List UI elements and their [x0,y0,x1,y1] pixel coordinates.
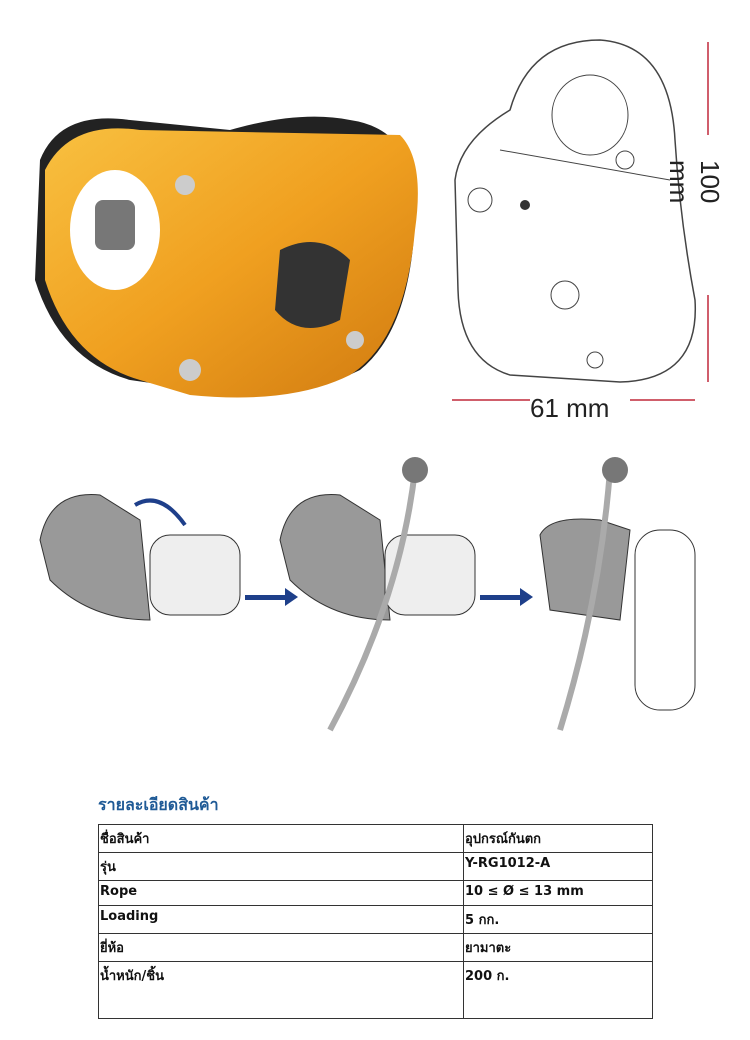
usage-illustration [39,457,696,732]
table-row: ยี่ห้อยามาตะ [98,933,653,962]
row-label: น้ำหนัก/ชิ้น [98,961,464,1019]
row-value: 5 กก. [463,905,653,934]
row-label: รุ่น [98,852,464,881]
width-dimension-label: 61 mm [530,393,610,423]
height-dimension-label: 100 mm [664,160,725,204]
row-value: 200 ก. [463,961,653,1019]
row-label: Loading [98,905,464,934]
row-value: Y-RG1012-A [463,852,653,881]
table-row: ชื่อสินค้าอุปกรณ์กันตก [98,824,653,853]
product-photo [35,116,418,398]
row-value: 10 ≤ Ø ≤ 13 mm [463,880,653,906]
row-value: ยามาตะ [463,933,653,962]
row-label: ชื่อสินค้า [98,824,464,853]
dimension-drawing [452,39,709,401]
row-label: Rope [98,880,464,906]
details-title: รายละเอียดสินค้า [98,795,219,814]
row-value: อุปกรณ์กันตก [463,824,653,853]
row-label: ยี่ห้อ [98,933,464,962]
